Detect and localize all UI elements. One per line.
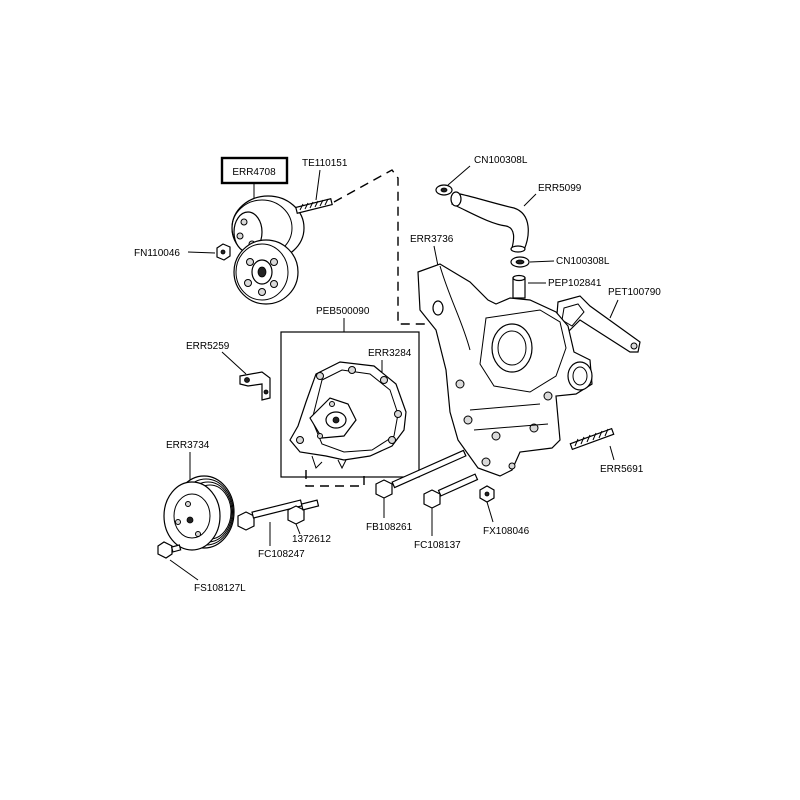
label-fx108046[interactable]: FX108046 [483, 526, 530, 537]
label-err5691[interactable]: ERR5691 [600, 464, 644, 475]
hose-clip-mid[interactable] [510, 256, 530, 268]
label-err4708[interactable]: ERR4708 [232, 167, 276, 178]
label-cn100308l-top[interactable]: CN100308L [474, 155, 528, 166]
label-pet100790[interactable]: PET100790 [608, 287, 661, 298]
water-pump-err3284[interactable] [289, 361, 407, 470]
bolt-fc108137[interactable] [423, 473, 479, 509]
bolt-fb108261[interactable] [375, 449, 467, 499]
hose-clip-top[interactable] [435, 184, 453, 196]
pipe-pep102841[interactable] [512, 274, 526, 299]
bolt-fc108247[interactable] [237, 499, 303, 531]
stud-te110151[interactable] [295, 198, 333, 214]
nut-fx108046[interactable] [479, 485, 495, 503]
label-fs108127l[interactable]: FS108127L [194, 583, 246, 594]
label-pep102841[interactable]: PEP102841 [548, 278, 602, 289]
label-err5259[interactable]: ERR5259 [186, 341, 230, 352]
idler-pulley-assembly[interactable] [231, 195, 305, 305]
label-peb500090[interactable]: PEB500090 [316, 306, 370, 317]
label-err3734[interactable]: ERR3734 [166, 440, 210, 451]
hose-err5099[interactable] [450, 191, 529, 253]
label-fc108247[interactable]: FC108247 [258, 549, 305, 560]
bolt-1372612[interactable] [287, 499, 320, 525]
label-te110151[interactable]: TE110151 [302, 158, 348, 169]
label-cn100308l-mid[interactable]: CN100308L [556, 256, 610, 267]
label-fc108137[interactable]: FC108137 [414, 540, 461, 551]
pump-kit-box [280, 331, 420, 478]
label-err5099[interactable]: ERR5099 [538, 183, 582, 194]
pump-housing-err3736[interactable] [417, 263, 593, 477]
pulley-err3734[interactable] [163, 475, 235, 551]
stud-err5691[interactable] [569, 427, 615, 451]
label-err3736[interactable]: ERR3736 [410, 234, 454, 245]
label-1372612[interactable]: 1372612 [292, 534, 331, 545]
label-err3284[interactable]: ERR3284 [368, 348, 412, 359]
label-fn110046[interactable]: FN110046 [134, 248, 180, 259]
label-fb108261[interactable]: FB108261 [366, 522, 413, 533]
bracket-err5259[interactable] [239, 371, 271, 401]
nut-fn110046[interactable] [216, 243, 231, 261]
bolt-fs108127l[interactable] [157, 541, 182, 559]
